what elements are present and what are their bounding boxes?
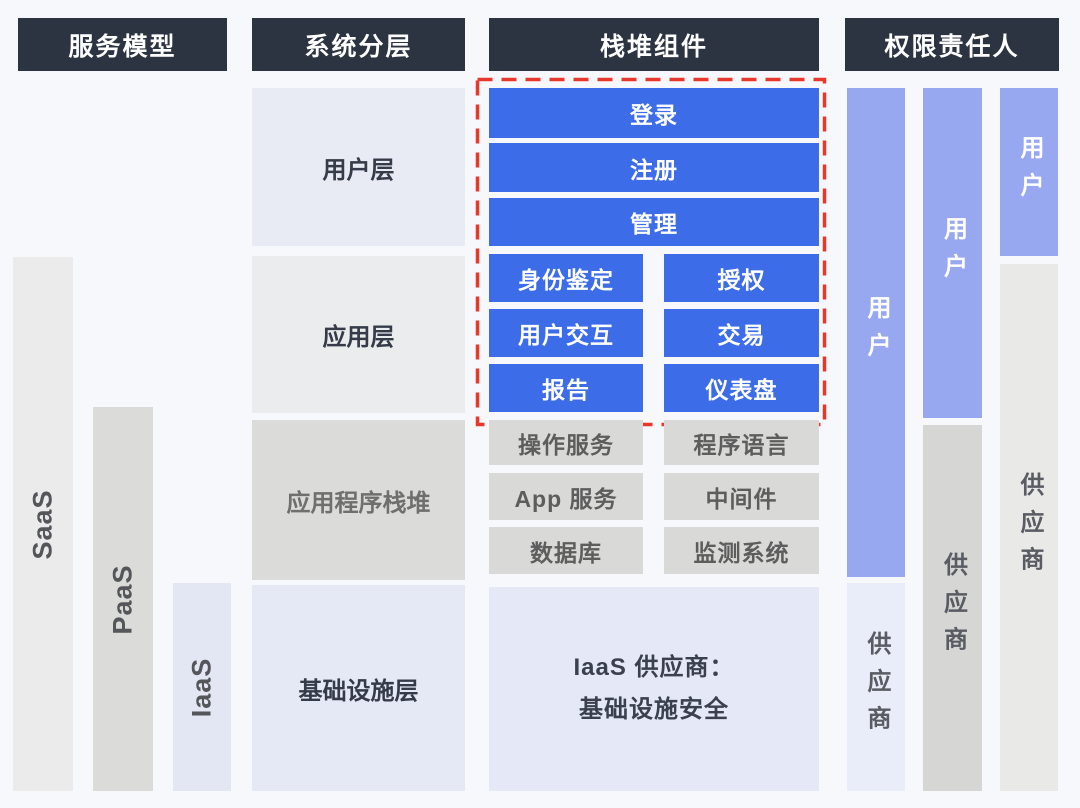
bar-saas-label: SaaS [27, 488, 58, 560]
stack-manage: 管理 [489, 198, 819, 246]
stack-monitoring-system: 监测系统 [664, 527, 819, 574]
stack-database: 数据库 [489, 527, 643, 574]
layer-app-stack: 应用程序栈堆 [252, 420, 465, 580]
stack-authorization: 授权 [664, 254, 819, 302]
iaas-provider-security-line2: 基础设施安全 [579, 696, 729, 723]
owner-col3-provider-label: 供应商 [1016, 471, 1043, 584]
owner-col1-provider-bar: 供应商 [847, 583, 905, 791]
owner-col3-provider-bar: 供应商 [1000, 264, 1058, 791]
owner-col2-user-bar: 用户 [923, 88, 982, 418]
bar-saas: SaaS [13, 257, 73, 791]
layer-infrastructure: 基础设施层 [252, 585, 465, 791]
bar-iaas: IaaS [173, 583, 231, 791]
header-service-model: 服务模型 [18, 18, 227, 71]
owner-col1-user-label: 用户 [863, 295, 890, 370]
owner-col2-provider-bar: 供应商 [923, 425, 982, 791]
stack-identity-verification: 身份鉴定 [489, 254, 643, 302]
stack-middleware: 中间件 [664, 473, 819, 520]
user-scope-dashed-outline [475, 77, 827, 427]
stack-user-interaction: 用户交互 [489, 309, 643, 357]
header-responsibility-owner: 权限责任人 [845, 18, 1059, 71]
owner-col2-provider-label: 供应商 [939, 552, 967, 664]
stack-app-services: App 服务 [489, 473, 643, 520]
bar-paas: PaaS [93, 407, 153, 791]
stack-report: 报告 [489, 364, 643, 412]
owner-col3-user-bar: 用户 [1000, 88, 1058, 256]
owner-col3-user-label: 用户 [1016, 134, 1043, 210]
layer-application: 应用层 [252, 256, 465, 413]
stack-transaction: 交易 [664, 309, 819, 357]
owner-col1-user-bar: 用户 [847, 88, 905, 577]
stack-programming-language: 程序语言 [664, 420, 819, 465]
header-stack-components: 栈堆组件 [489, 18, 819, 71]
stack-operation-services: 操作服务 [489, 420, 643, 465]
bar-paas-label: PaaS [107, 563, 138, 635]
iaas-provider-security-box: IaaS 供应商： 基础设施安全 [489, 587, 819, 791]
owner-col1-provider-label: 供应商 [863, 631, 890, 743]
stack-register: 注册 [489, 143, 819, 192]
bar-iaas-label: IaaS [186, 657, 217, 717]
iaas-provider-security-line1: IaaS 供应商： [573, 654, 735, 681]
stack-dashboard: 仪表盘 [664, 364, 819, 412]
layer-user: 用户层 [252, 88, 465, 246]
owner-col2-user-label: 用户 [939, 215, 967, 291]
stack-login: 登录 [489, 88, 819, 138]
header-system-layers: 系统分层 [252, 18, 465, 71]
